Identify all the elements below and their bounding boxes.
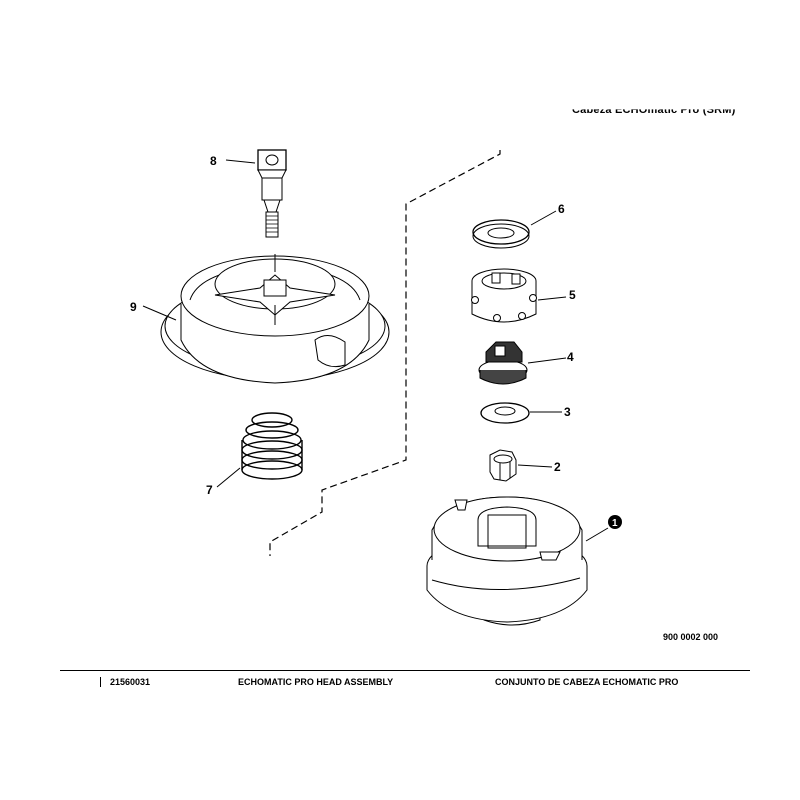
part-6-washer [472,219,530,249]
callout-1-marker [608,515,622,529]
part-5-ratchet [471,268,537,323]
callout-8: 8 [210,154,217,168]
part-4-drive [478,341,528,385]
callout-5: 5 [569,288,576,302]
header-subtitle: Cabeza ECHOmatic Pro (SRM) [572,104,736,116]
part-1-spool [426,496,588,626]
footer-tick [100,677,101,687]
part-7-spring [241,412,303,480]
callout-3: 3 [564,405,571,419]
part-3-washer [480,402,530,424]
callout-2: 2 [554,460,561,474]
callout-6: 6 [558,202,565,216]
footer-title-spanish: CONJUNTO DE CABEZA ECHOMATIC PRO [495,677,679,687]
callout-1: 1 [612,518,618,529]
assembly-guide-line [269,150,501,556]
part-2-nut [489,449,517,482]
footer-title-english: ECHOMATIC PRO HEAD ASSEMBLY [238,677,394,687]
callout-4: 4 [567,350,574,364]
footer-part-number: 21560031 [110,677,151,687]
callout-7: 7 [206,483,213,497]
footer-divider [60,670,750,671]
diagram-code: 900 0002 000 [663,632,719,642]
callout-9: 9 [130,300,137,314]
part-8-bolt [257,149,287,238]
part-9-cover [160,254,390,384]
